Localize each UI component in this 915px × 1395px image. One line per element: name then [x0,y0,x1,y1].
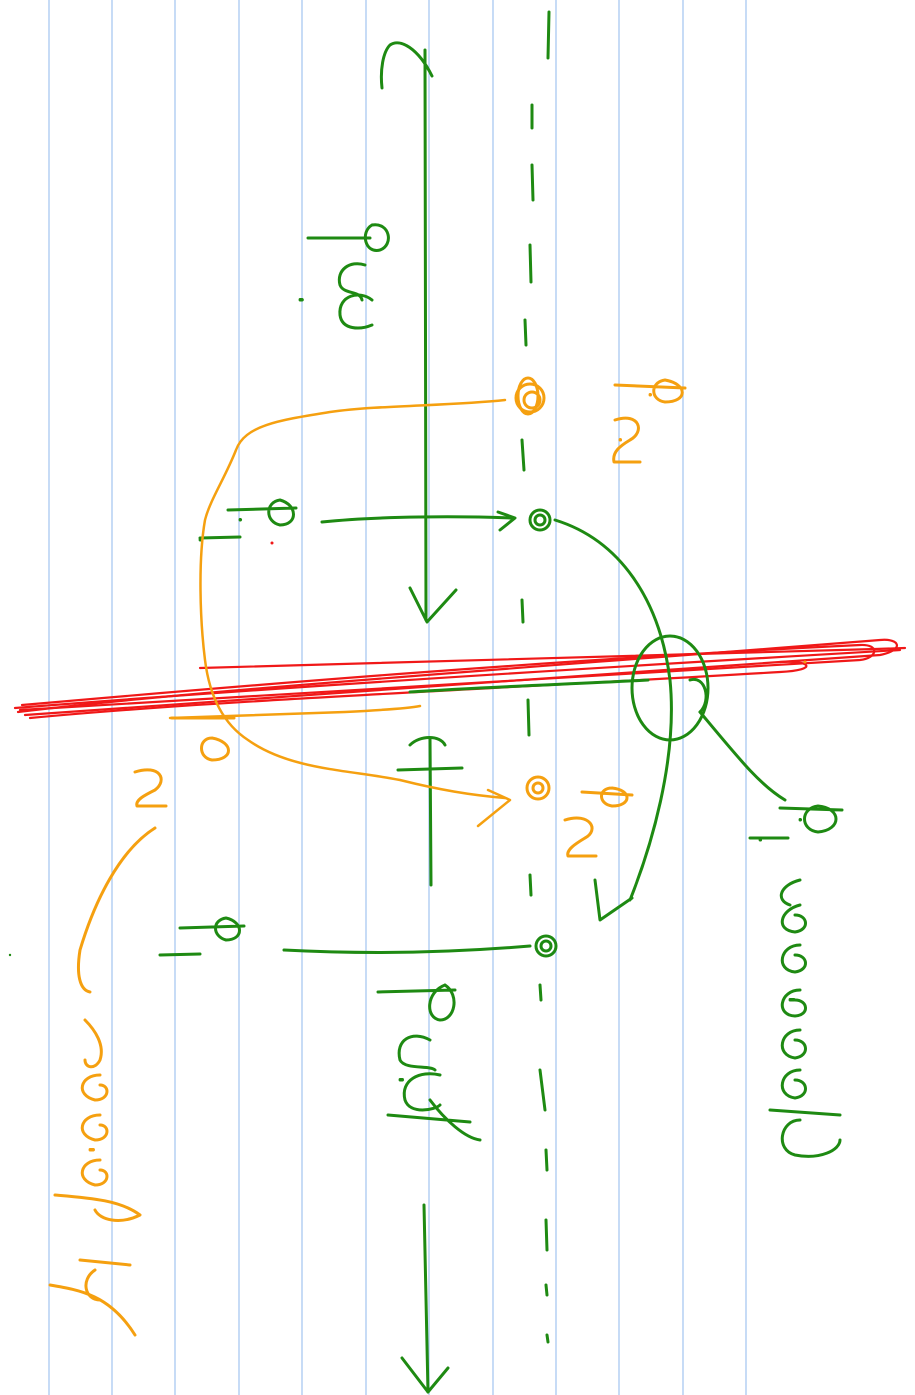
bypass-text: bypass [90,1149,94,1151]
p1-sub: 1 [200,539,201,541]
base-text: base [300,299,303,301]
reached-path [408,518,787,922]
stray-dot [8,953,12,957]
p-reached-sub: 1 [760,839,761,841]
p1-text: p [240,519,241,521]
label-p2-upper: p 2 [612,378,687,464]
label-bypass: bypass [48,826,157,1337]
base-arrow [379,41,458,624]
p2-upper-text: p [650,394,651,396]
label-p-reached: p 1 reached [748,804,844,1158]
label-p1-lower [158,916,246,957]
red-boundary-line [13,638,907,720]
bypass-path [168,398,512,828]
p-reached-text: p [800,819,801,821]
point-p2-lower [525,775,551,801]
stray-dot [803,660,807,664]
reached-text: reached [790,998,794,1001]
point-p1-lower [282,934,558,958]
peak-text: peak [400,1079,403,1081]
label-p2-left [133,716,236,808]
dashed-axis [520,10,551,1344]
point-p1 [320,508,552,532]
peak-label: peak [376,983,482,1142]
stray-dot [270,541,274,545]
peak-arrow [396,736,464,1394]
point-p2-upper [514,376,546,416]
base-label: base [299,223,390,330]
label-p2-lower [563,786,634,858]
p2-upper-sub: 2 [620,439,621,441]
label-p1-upper: p 1 [198,498,298,543]
